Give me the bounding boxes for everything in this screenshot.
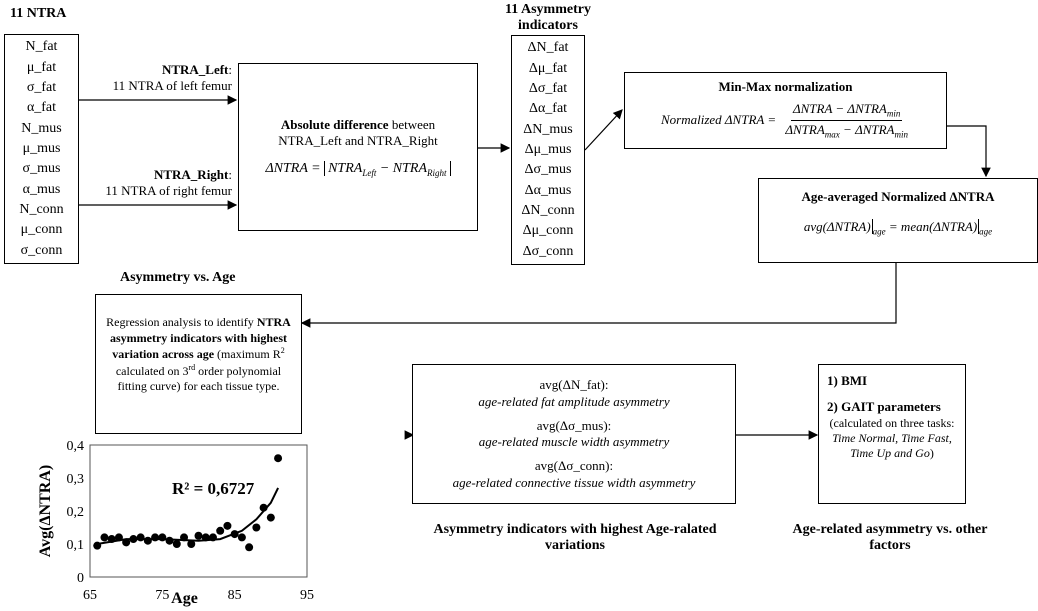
data-point [136, 533, 145, 542]
ntra-item: N_fat [25, 39, 58, 55]
x-axis-label: Age [171, 590, 198, 607]
data-point [194, 531, 203, 540]
ntra-item: μ_mus [22, 140, 61, 156]
asym-item: Δα_fat [528, 101, 568, 117]
asym-item: Δα_mus [524, 182, 572, 198]
ntra-item: α_fat [26, 100, 57, 116]
asym-item: Δμ_mus [524, 141, 572, 157]
data-point [158, 533, 167, 542]
regression-box: Regression analysis to identify NTRA asy… [95, 294, 302, 434]
asym-item: Δμ_conn [522, 223, 574, 239]
data-point [129, 535, 138, 544]
data-point [230, 530, 239, 539]
minmax-box: Min-Max normalization Normalized ΔNTRA =… [624, 72, 947, 149]
x-tick-label: 65 [83, 588, 97, 603]
r-squared-annotation: R² = 0,6727 [172, 479, 255, 498]
ntra-item: N_conn [19, 202, 64, 218]
data-point [274, 454, 283, 463]
ntra-item: σ_mus [22, 161, 61, 177]
ntra-right-label: NTRA_Right: 11 NTRA of right femur [105, 167, 232, 198]
asym-item: Δμ_fat [528, 60, 568, 76]
indicators-box: avg(ΔN_fat): age-related fat amplitude a… [412, 364, 736, 504]
ntra-item: μ_fat [26, 59, 57, 75]
data-point [252, 523, 261, 532]
asym-item: ΔN_mus [523, 121, 573, 137]
age-averaged-box: Age-averaged Normalized ΔNTRA avg(ΔNTRA)… [758, 178, 1038, 263]
y-tick-label: 0,4 [67, 440, 85, 454]
ntra-item: α_mus [22, 181, 61, 197]
data-point [172, 540, 181, 548]
data-point [143, 536, 152, 545]
factors-caption: Age-related asymmetry vs. other factors [792, 522, 988, 553]
x-tick-label: 95 [300, 588, 314, 603]
ntra-item: σ_fat [26, 79, 57, 95]
ntra-item: σ_conn [20, 242, 63, 258]
ntra-item: μ_conn [20, 222, 63, 238]
data-point [216, 526, 225, 535]
y-axis-label: Avg(ΔNTRA) [37, 465, 54, 557]
x-tick-label: 75 [155, 588, 169, 603]
data-point [266, 513, 275, 522]
asym-item: Δσ_conn [522, 243, 574, 259]
asym-item: ΔN_conn [521, 203, 575, 219]
y-tick-label: 0,3 [67, 472, 85, 487]
data-point [114, 533, 123, 542]
data-point [107, 535, 116, 544]
asymmetry-vs-age-heading: Asymmetry vs. Age [120, 270, 236, 285]
data-point [165, 536, 174, 545]
x-tick-label: 85 [228, 588, 242, 603]
data-point [180, 533, 189, 542]
data-point [201, 533, 210, 542]
data-point [237, 533, 246, 542]
data-point [122, 538, 131, 547]
data-point [100, 533, 109, 542]
ntra-left-label: NTRA_Left: 11 NTRA of left femur [112, 62, 232, 93]
data-point [245, 543, 254, 552]
data-point [208, 533, 217, 542]
asym-item: Δσ_mus [524, 162, 572, 178]
absolute-difference-box: Absolute difference between NTRA_Left an… [238, 63, 478, 231]
indicators-caption: Asymmetry indicators with highest Age-ra… [433, 522, 717, 553]
factors-box: 1) BMI 2) GAIT parameters (calculated on… [818, 364, 966, 504]
ntra-item: N_mus [21, 120, 62, 136]
asym-item: ΔN_fat [527, 40, 569, 56]
data-point [223, 521, 232, 530]
plot-frame [89, 444, 308, 578]
ntra-title: 11 NTRA [10, 6, 67, 21]
data-point [151, 533, 160, 542]
data-point [187, 540, 196, 548]
y-tick-label: 0,2 [67, 505, 85, 520]
y-tick-label: 0 [77, 571, 84, 586]
asym-item: Δσ_fat [528, 80, 568, 96]
asymmetry-age-chart: 0 0,1 0,2 0,3 0,4 65 75 85 95 Age Avg(ΔNTRA) R² = 0… [37, 440, 314, 607]
data-point [93, 541, 102, 550]
data-point [259, 503, 268, 512]
y-tick-label: 0,1 [67, 538, 85, 553]
